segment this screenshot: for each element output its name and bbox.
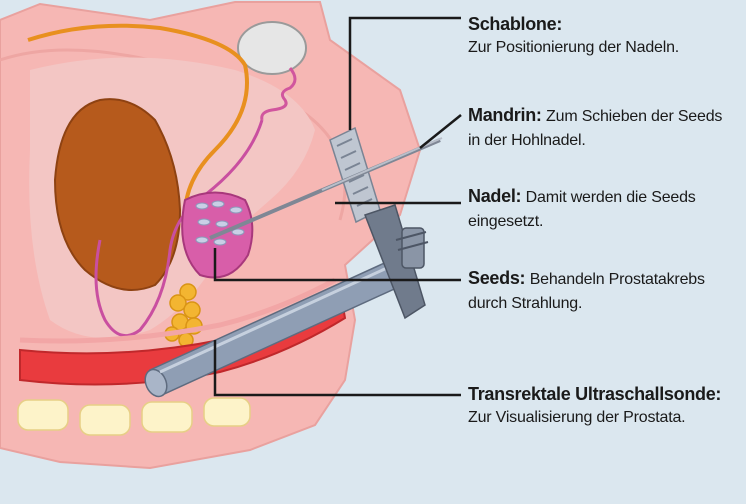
label-template: Schablone: Zur Positionierung der Nadeln…: [468, 12, 679, 60]
stepper-unit: [365, 205, 428, 318]
label-seeds-desc: durch Strahlung.: [468, 292, 705, 316]
label-seeds-title: Seeds:: [468, 268, 525, 288]
label-seeds: Seeds: Behandeln Prostatakrebs durch Str…: [468, 266, 705, 316]
label-seeds-desc-inline: Behandeln Prostatakrebs: [530, 271, 705, 288]
label-stylet-desc-inline: Zum Schieben der Seeds: [546, 108, 722, 125]
label-stylet-title: Mandrin:: [468, 105, 542, 125]
label-needle-desc-inline: Damit werden die Seeds: [526, 189, 696, 206]
label-needle-title: Nadel:: [468, 186, 521, 206]
label-stylet-desc: in der Hohlnadel.: [468, 129, 722, 153]
label-stylet: Mandrin: Zum Schieben der Seeds in der H…: [468, 103, 722, 153]
label-template-desc: Zur Positionierung der Nadeln.: [468, 36, 679, 60]
label-template-title: Schablone:: [468, 12, 679, 36]
leader-stylet: [420, 115, 461, 148]
label-probe-title: Transrektale Ultraschallsonde:: [468, 382, 721, 406]
testis: [238, 22, 306, 74]
label-probe-desc: Zur Visualisierung der Prostata.: [468, 406, 721, 430]
label-needle-desc: eingesetzt.: [468, 210, 696, 234]
label-probe: Transrektale Ultraschallsonde: Zur Visua…: [468, 382, 721, 430]
label-needle: Nadel: Damit werden die Seeds eingesetzt…: [468, 184, 696, 234]
